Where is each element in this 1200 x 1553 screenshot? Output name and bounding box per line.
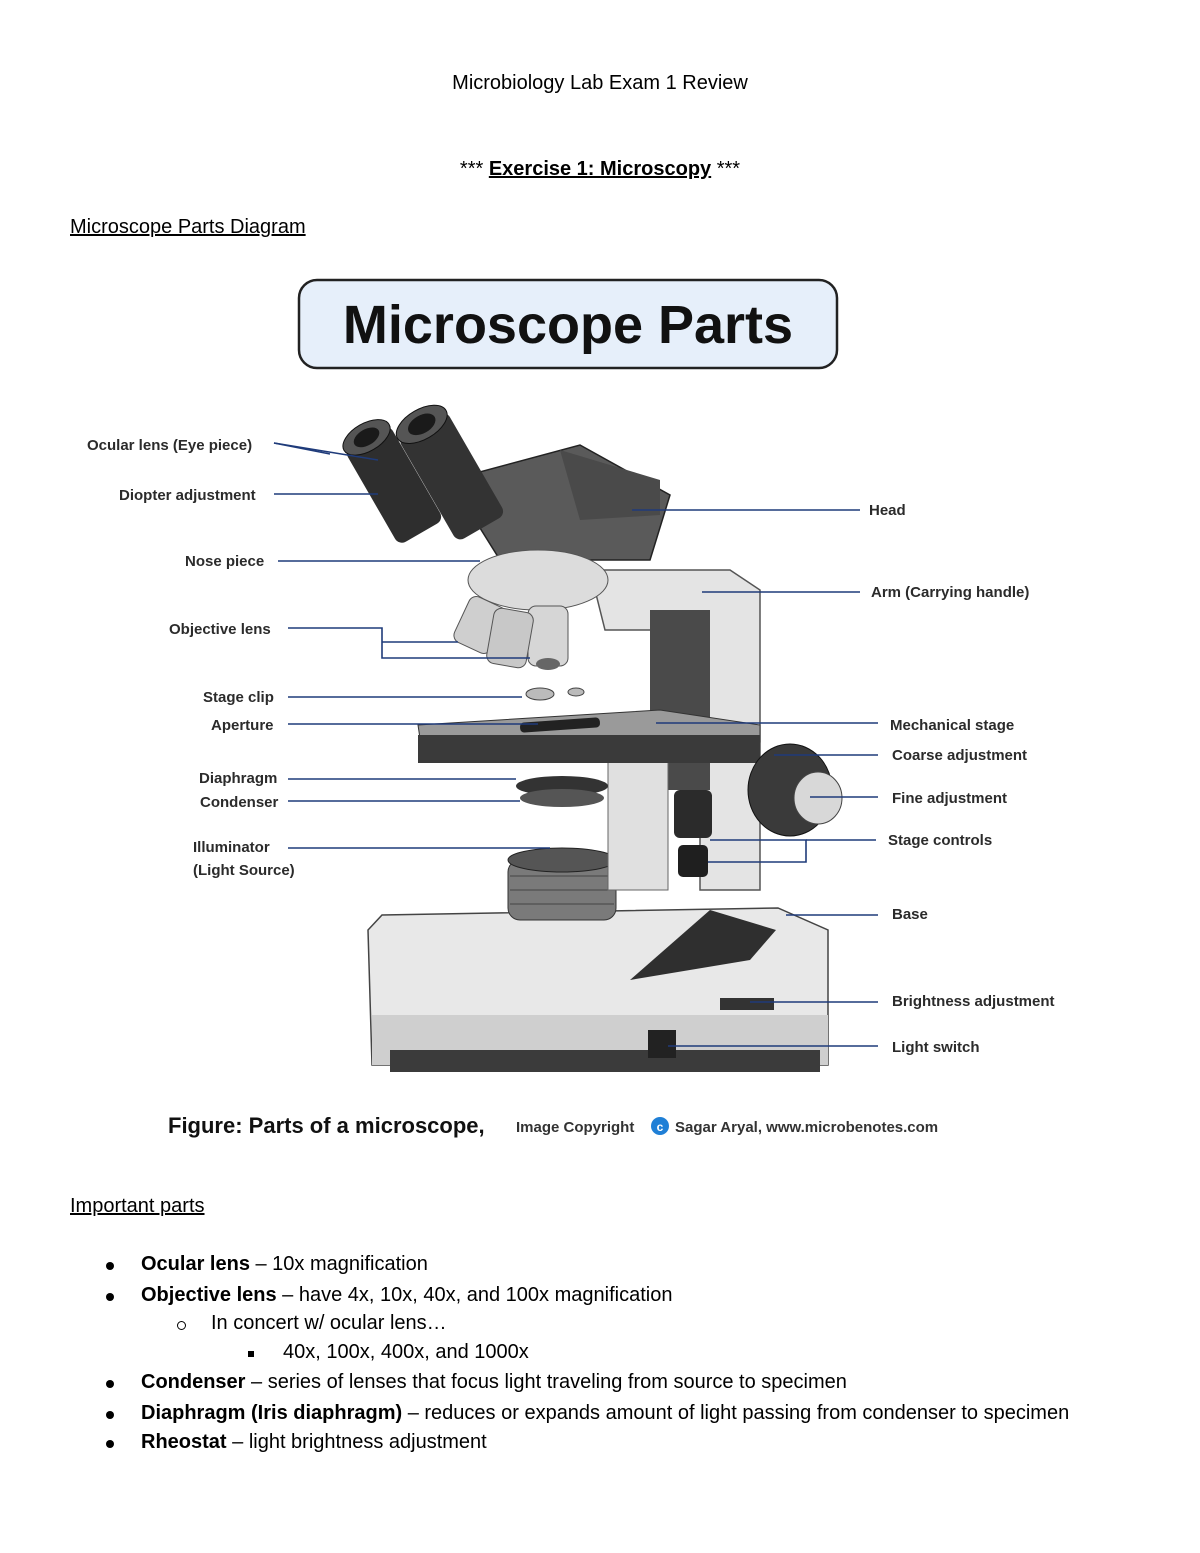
label-head: Head [869,502,906,519]
exercise-suffix: *** [717,158,740,180]
document-title: Microbiology Lab Exam 1 Review [0,72,1200,95]
part-description: – reduces or expands amount of light pas… [402,1402,1069,1424]
banner-title: Microscope Parts [343,295,793,355]
list-item: In concert w/ ocular lens… [211,1312,447,1335]
copyright-symbol: c [657,1120,664,1134]
list-item: Diaphragm (Iris diaphragm) – reduces or … [141,1402,1069,1425]
part-term: Rheostat [141,1431,227,1453]
label-base: Base [892,906,928,923]
label-fine-adjustment: Fine adjustment [892,790,1007,807]
label-mechanical-stage: Mechanical stage [890,717,1014,734]
label-brightness-adjustment: Brightness adjustment [892,993,1055,1010]
bullet-icon [106,1380,114,1388]
bullet-icon [106,1440,114,1448]
part-description: – 10x magnification [250,1253,428,1275]
label-light-source: (Light Source) [193,862,295,879]
important-parts-heading: Important parts [70,1195,205,1218]
bullet-icon [106,1411,114,1419]
label-objective-lens: Objective lens [169,621,271,638]
list-item: Ocular lens – 10x magnification [141,1253,428,1276]
bullet-icon [106,1262,114,1270]
label-diopter-adjustment: Diopter adjustment [119,487,256,504]
diagram-heading: Microscope Parts Diagram [70,216,306,239]
microscope-illustration [337,397,842,1072]
part-description: – have 4x, 10x, 40x, and 100x magnificat… [277,1284,673,1306]
label-stage-controls: Stage controls [888,832,992,849]
exercise-title: Exercise 1: Microscopy [489,158,711,180]
label-ocular-lens: Ocular lens (Eye piece) [87,437,252,454]
label-coarse-adjustment: Coarse adjustment [892,747,1027,764]
part-term: Ocular lens [141,1253,250,1275]
part-term: Condenser [141,1371,245,1393]
caption-credit: Sagar Aryal, www.microbenotes.com [675,1119,938,1136]
part-term: Diaphragm (Iris diaphragm) [141,1402,402,1424]
label-condenser: Condenser [200,794,279,811]
label-arm: Arm (Carrying handle) [871,584,1029,601]
caption-credit-prefix: Image Copyright [516,1119,634,1136]
sub-bullet-icon [177,1321,186,1330]
label-aperture: Aperture [211,717,274,734]
list-item: Rheostat – light brightness adjustment [141,1431,487,1454]
part-term: Objective lens [141,1284,277,1306]
label-nose-piece: Nose piece [185,553,264,570]
part-description: – light brightness adjustment [227,1431,487,1453]
list-item: 40x, 100x, 400x, and 1000x [283,1341,529,1364]
list-item: Objective lens – have 4x, 10x, 40x, and … [141,1284,672,1307]
label-light-switch: Light switch [892,1039,980,1056]
sub-sub-bullet-icon [248,1351,254,1357]
label-illuminator: Illuminator [193,839,270,856]
microscope-diagram: Microscope Parts [60,270,1140,1150]
microscope-figure: Microscope Parts [60,270,1140,1150]
label-diaphragm: Diaphragm [199,770,277,787]
bullet-icon [106,1293,114,1301]
label-stage-clip: Stage clip [203,689,274,706]
exercise-heading: *** Exercise 1: Microscopy *** [0,158,1200,181]
part-description: – series of lenses that focus light trav… [245,1371,846,1393]
exercise-prefix: *** [460,158,483,180]
figure-caption: Figure: Parts of a microscope, [168,1113,485,1138]
list-item: Condenser – series of lenses that focus … [141,1371,847,1394]
